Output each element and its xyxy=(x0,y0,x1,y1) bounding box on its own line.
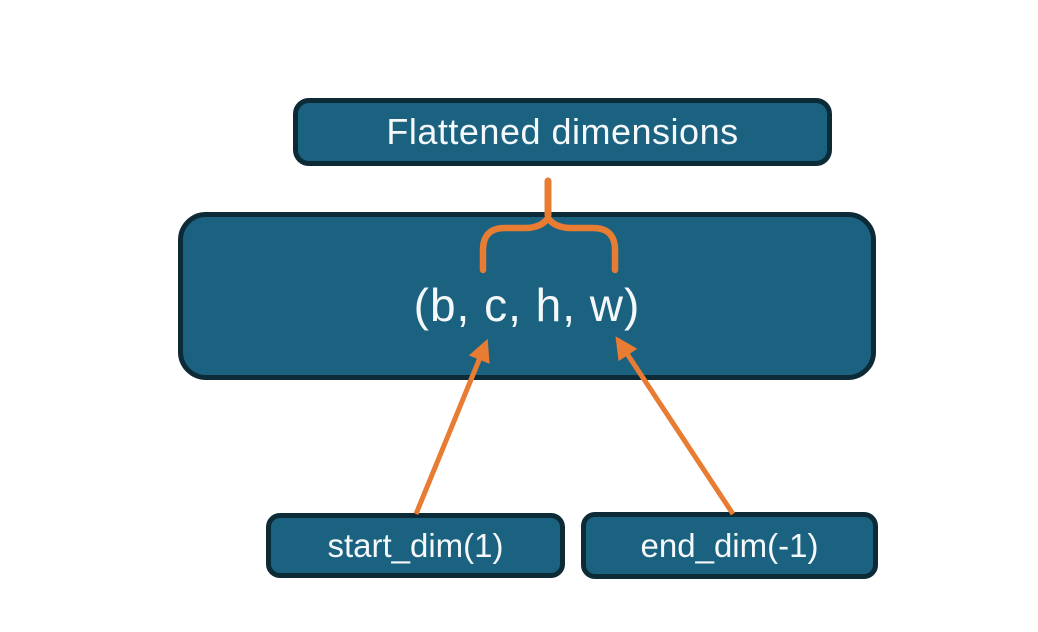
flattened-dimensions-label: Flattened dimensions xyxy=(386,111,739,152)
end-dim-box: end_dim(-1) xyxy=(581,512,878,579)
flattened-dimensions-box: Flattened dimensions xyxy=(293,98,832,166)
tensor-shape-box: (b, c, h, w) xyxy=(178,212,876,380)
end-dim-label: end_dim(-1) xyxy=(640,526,819,564)
start-dim-box: start_dim(1) xyxy=(266,513,565,578)
tensor-shape-label: (b, c, h, w) xyxy=(413,279,641,331)
start-dim-label: start_dim(1) xyxy=(327,526,504,564)
